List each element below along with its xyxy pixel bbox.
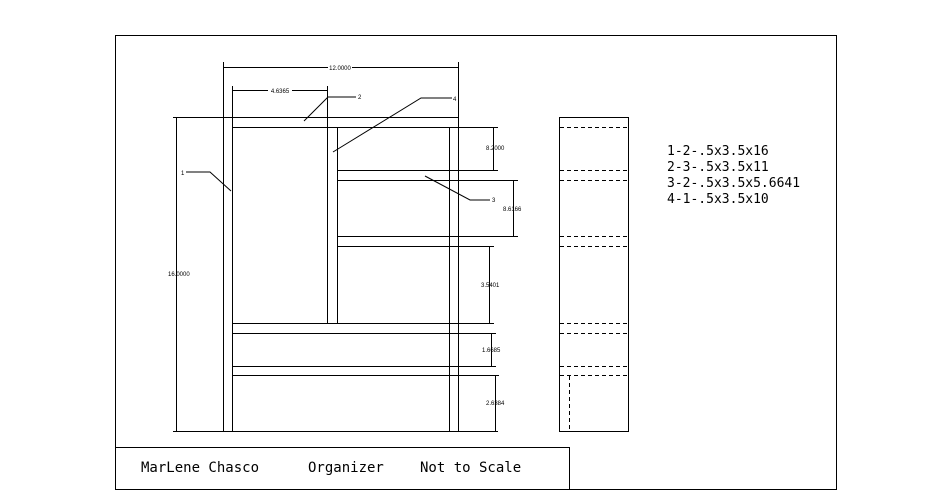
- cut-list-item: 2-3-.5x3.5x11: [667, 160, 769, 175]
- dim-second-shelf-gap: 8.6166: [503, 207, 522, 213]
- dim-top-shelf-gap: 8.2000: [486, 146, 505, 152]
- author-name: MarLene Chasco: [141, 460, 259, 476]
- dim-left-opening: 4.6365: [271, 89, 290, 95]
- callout-3: 3: [492, 198, 496, 204]
- dim-overall-width: 12.0000: [329, 66, 351, 72]
- title-block: [115, 447, 570, 490]
- dim-bottom-gap: 2.6384: [486, 401, 505, 407]
- callout-1: 1: [181, 171, 185, 177]
- dimensions: 12.0000 4.6365 16.0000 8.2000 8.6166 3.5…: [168, 63, 522, 432]
- project-name: Organizer: [308, 460, 384, 476]
- callout-4: 4: [453, 97, 457, 103]
- cut-list: 1-2-.5x3.5x16 2-3-.5x3.5x11 3-2-.5x3.5x5…: [667, 144, 800, 207]
- dim-drawer-gap: 1.6685: [482, 348, 501, 354]
- side-view: [559, 117, 629, 432]
- dim-overall-height: 16.0000: [168, 272, 190, 278]
- cut-list-item: 1-2-.5x3.5x16: [667, 144, 769, 159]
- scale-note: Not to Scale: [420, 460, 521, 476]
- cut-list-item: 3-2-.5x3.5x5.6641: [667, 176, 800, 191]
- callout-2: 2: [358, 95, 362, 101]
- dim-third-shelf-gap: 3.5401: [481, 283, 500, 289]
- part-callouts: 2 4 1 3: [181, 95, 496, 204]
- front-view: [173, 62, 518, 432]
- cut-list-item: 4-1-.5x3.5x10: [667, 192, 769, 207]
